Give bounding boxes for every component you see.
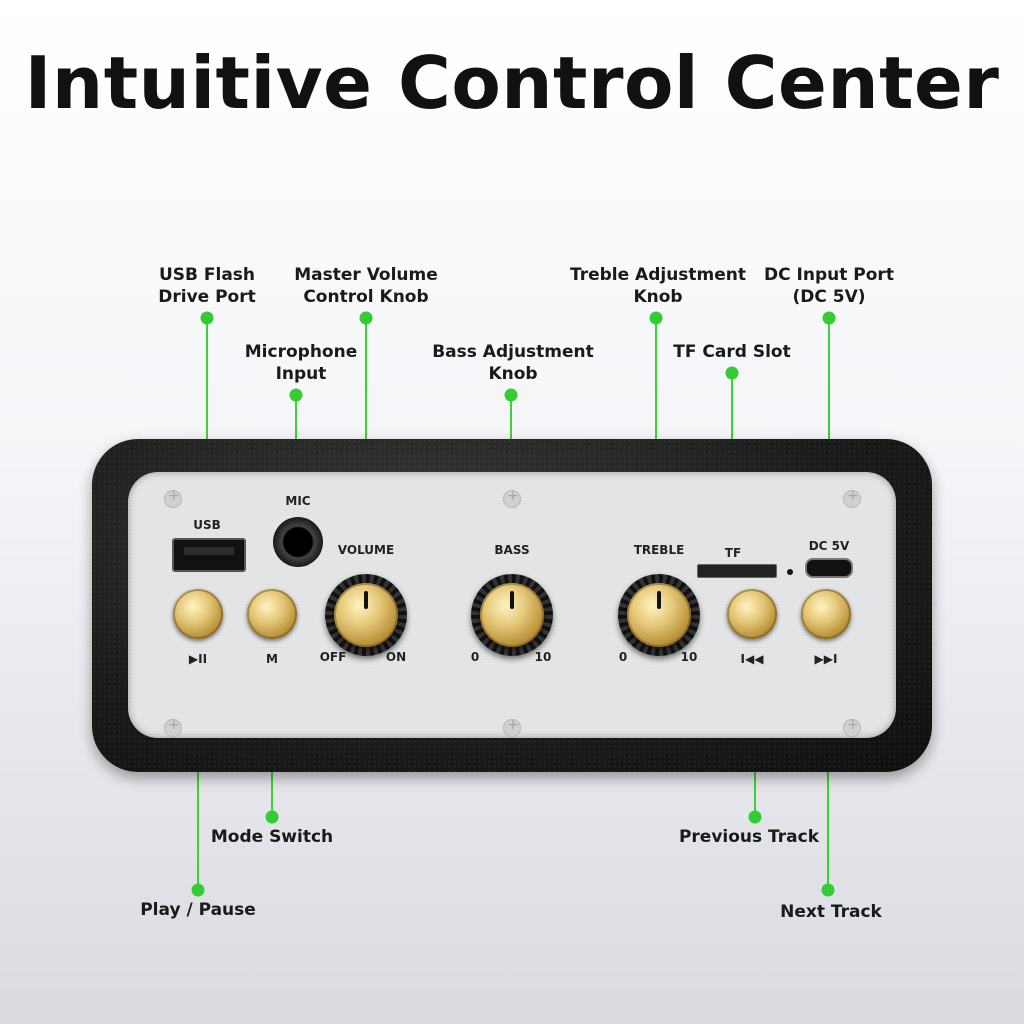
dot-usb [200,311,214,325]
previous-track-icon: I◀◀ [740,652,764,666]
treble-knob-cap [627,583,691,647]
play-pause-button[interactable] [173,589,223,639]
bass-label: BASS [494,543,530,557]
dot-dc [822,311,836,325]
next-track-icon: ▶▶I [814,652,838,666]
control-panel: USB MIC VOLUME OFF ON BASS 0 10 TREBLE 0… [128,472,896,738]
previous-track-button[interactable] [727,589,777,639]
mic-label: MIC [285,494,311,508]
dc-label: DC 5V [808,539,850,553]
mic-jack[interactable] [273,517,323,567]
label-mode-switch: Mode Switch [210,827,334,847]
dot-mode [265,810,279,824]
dot-tf [725,366,739,380]
page-title: Intuitive Control Center [24,41,1000,125]
bass-knob[interactable] [471,574,553,656]
speaker-body: USB MIC VOLUME OFF ON BASS 0 10 TREBLE 0… [92,439,932,772]
next-track-button[interactable] [801,589,851,639]
screw-icon [164,717,182,737]
usb-label: USB [193,518,221,532]
leader-usb [206,318,208,521]
label-tf-card: TF Card Slot [673,342,791,362]
volume-knob-cap [334,583,398,647]
treble-max-label: 10 [680,650,698,664]
label-previous-track: Previous Track [678,827,820,847]
dot-prev [748,810,762,824]
dot-treble [649,311,663,325]
treble-label: TREBLE [633,543,685,557]
screw-icon [503,717,521,737]
dot-next [821,883,835,897]
screw-icon [843,717,861,737]
usb-port[interactable] [172,538,246,572]
screw-icon [164,488,182,508]
dot-volume [359,311,373,325]
leader-next [827,672,829,890]
dot-mic [289,388,303,402]
volume-label: VOLUME [337,543,395,557]
dot-bass [504,388,518,402]
volume-off-label: OFF [319,650,347,664]
tf-card-slot[interactable] [697,564,777,578]
treble-knob[interactable] [618,574,700,656]
label-dc-input: DC Input Port(DC 5V) [764,265,894,307]
treble-min-label: 0 [618,650,628,664]
bass-knob-cap [480,583,544,647]
volume-knob[interactable] [325,574,407,656]
play-pause-icon: ▶II [188,652,208,666]
mode-button[interactable] [247,589,297,639]
dc-input-port[interactable] [805,558,853,578]
indicator-led [787,569,793,575]
tf-label: TF [724,546,742,560]
bass-min-label: 0 [470,650,480,664]
dot-play [191,883,205,897]
screw-icon [503,488,521,508]
bass-max-label: 10 [534,650,552,664]
leader-dc [828,318,830,528]
mode-icon: M [266,652,278,666]
label-next-track: Next Track [780,902,882,922]
volume-on-label: ON [385,650,407,664]
label-play-pause: Play / Pause [140,900,256,920]
screw-icon [843,488,861,508]
leader-volume [365,318,367,540]
leader-treble [655,318,657,540]
leader-play [197,672,199,890]
